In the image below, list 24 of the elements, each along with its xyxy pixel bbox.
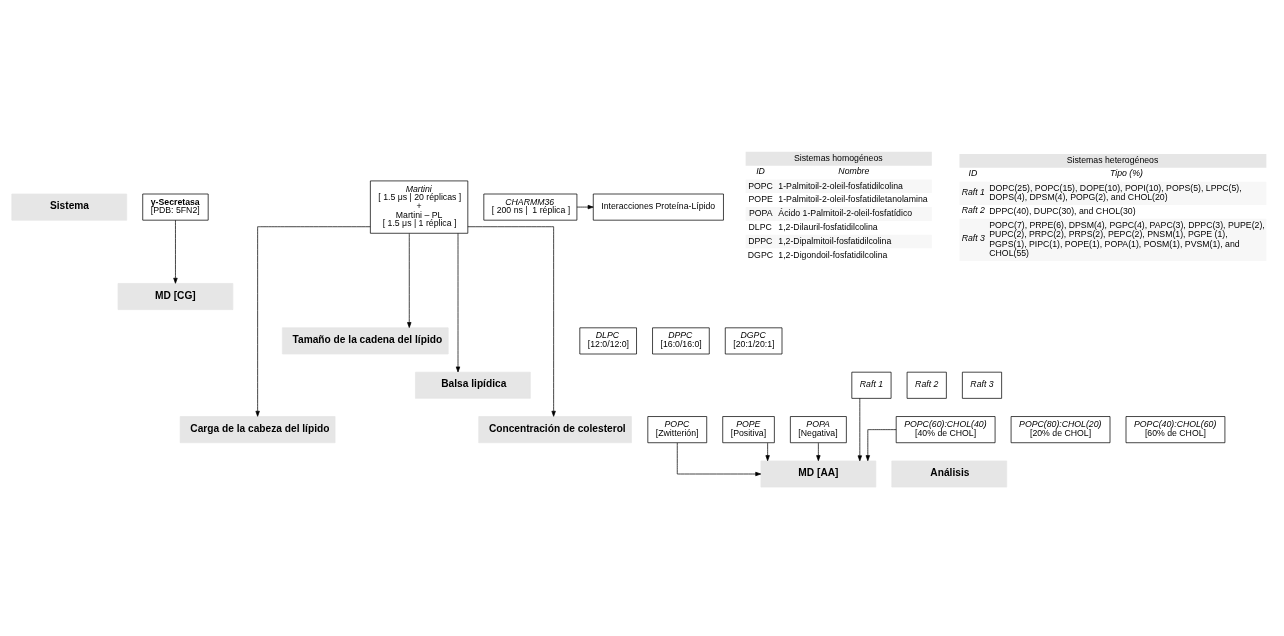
label: POPA <box>748 208 773 219</box>
label: Ácido 1-Palmitoil-2-oleil-fosfatídico <box>778 208 913 219</box>
label: Sistemas homogéneos <box>794 152 883 163</box>
label: POPC(7), PRPE(6), DPSM(4), PGPC(4), PAPC(3), DPPC(3), PUPE(2), PUPC(2), PRPC(2), PRPS(2), PEPC(2), PNSM(1), PGPE (1), PGPS(1), PIPC(1), POPE(1), POPA(1), POSM(1), PVSM(1), and CHOL(55) <box>989 219 1265 259</box>
label: Sistemas heterogéneos <box>1066 155 1159 166</box>
label: 1,2-Digondoil-fosfatidilcolina <box>778 249 888 260</box>
label: 1,2-Dilauril-fosfatidilcolina <box>778 222 878 233</box>
label: DLPC <box>748 222 772 233</box>
label: ID <box>756 166 765 177</box>
label: 1-Palmitoil-2-oleil-fosfatidilcolina <box>778 180 903 191</box>
label: Raft 3 <box>961 233 985 244</box>
label: 1-Palmitoil-2-oleil-fosfatidiletanolamina <box>778 194 928 205</box>
label: 1,2-Dipalmitoil-fosfatidilcolina <box>778 235 892 246</box>
label: DOPC(25), POPC(15), DOPE(10), POPI(10), POPS(5), LPPC(5), DOPS(4), DPSM(4), POPG(2), and CHOL(20) <box>989 182 1242 203</box>
label: Raft 1 <box>961 186 985 197</box>
label: Tipo (%) <box>1110 168 1143 179</box>
label: Nombre <box>838 166 870 177</box>
label: DPPC <box>748 235 773 246</box>
label: ID <box>968 168 978 179</box>
label: DPPC(40), DUPC(30), and CHOL(30) <box>989 206 1136 217</box>
label: POPC <box>748 180 773 191</box>
label: POPE <box>748 194 773 205</box>
label: DGPC <box>747 249 774 260</box>
label: Raft 2 <box>961 205 985 216</box>
